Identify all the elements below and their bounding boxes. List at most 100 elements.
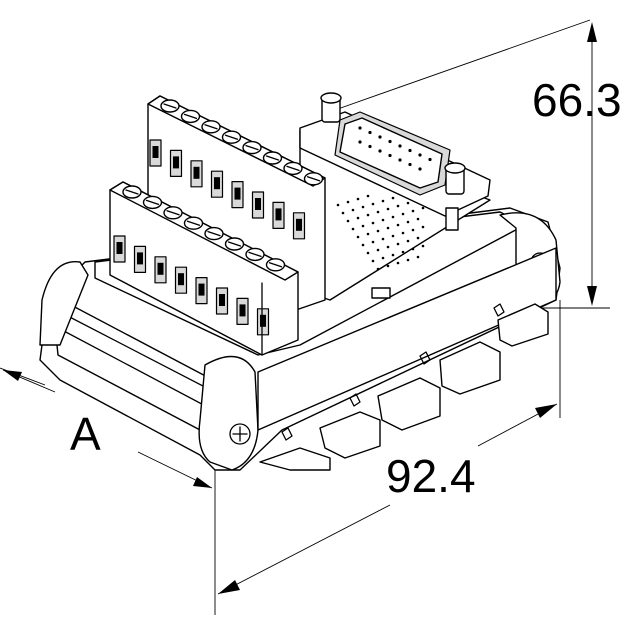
wire-entry-hole	[219, 294, 225, 306]
pcb-hole	[401, 231, 405, 235]
pcb-hole	[391, 196, 395, 200]
screw-slot	[125, 189, 139, 195]
wire-entry-hole	[198, 283, 205, 296]
pcb-hole	[341, 211, 345, 215]
pcb-hole	[416, 217, 420, 221]
width-dimension-label: A	[70, 408, 101, 460]
screw-slot	[183, 113, 198, 120]
wire-entry-hole	[275, 208, 282, 221]
connector-pin	[408, 162, 412, 167]
connector-pin	[398, 158, 402, 162]
connector-pin	[428, 157, 432, 162]
pcb-hole	[396, 261, 400, 265]
connector-pin	[378, 149, 382, 153]
pcb-hole	[386, 207, 390, 211]
pcb-hole	[386, 264, 390, 268]
pcb-hole	[421, 206, 425, 210]
pcb-hole	[406, 220, 410, 224]
pcb-hole	[336, 203, 340, 207]
pcb-hole	[406, 201, 410, 205]
pcb-hole	[381, 218, 385, 222]
pcb-hole	[351, 208, 355, 212]
screw-slot	[265, 155, 280, 161]
pcb-hole	[421, 244, 425, 248]
wire-entry-hole	[178, 273, 184, 286]
connector-pin	[358, 140, 362, 144]
height-dimension-label: 66.3	[532, 74, 622, 126]
pcb-hole-pattern	[336, 194, 425, 271]
connector-pin	[398, 144, 402, 148]
pcb-hole	[406, 239, 410, 243]
pcb-hole	[361, 224, 365, 228]
pcb-hole	[396, 223, 400, 227]
pcb-hole	[356, 197, 360, 201]
connector-pin	[358, 126, 362, 130]
pcb-hole	[381, 199, 385, 203]
pcb-hole	[411, 209, 415, 213]
connector-pin	[418, 153, 422, 157]
wire-entry-hole	[260, 314, 266, 327]
pcb-hole	[411, 247, 415, 251]
wire-entry-hole	[116, 242, 123, 254]
pcb-hole	[406, 258, 410, 262]
screw-slot	[224, 134, 239, 140]
screw-slot	[306, 176, 321, 182]
connector-pin	[418, 167, 422, 171]
pcb-hole	[416, 236, 420, 240]
d-sub-connector	[299, 92, 491, 231]
screw-slot	[145, 199, 160, 206]
wire-entry-hole	[193, 166, 200, 179]
wire-entry-hole	[157, 262, 164, 275]
pcb-hole	[396, 204, 400, 208]
connector-pin	[368, 144, 372, 149]
length-dimension-label: 92.4	[386, 450, 476, 502]
connector-pin	[378, 135, 382, 139]
screw-slot	[286, 165, 300, 172]
pcb-hole	[371, 259, 375, 263]
screw-slot	[163, 103, 177, 109]
screw-slot	[186, 220, 201, 226]
pcb-hole	[391, 253, 395, 257]
pcb-hole	[346, 200, 350, 204]
pcb-hole	[366, 194, 370, 198]
pcb-hole	[376, 210, 380, 214]
pcb-hole	[356, 235, 360, 239]
terminal-block-module	[39, 92, 561, 471]
wire-entry-hole	[214, 177, 220, 190]
pcb-hole	[371, 202, 375, 206]
pcb-hole	[386, 245, 390, 249]
pcb-hole	[366, 232, 370, 236]
wire-entry-hole	[152, 146, 159, 158]
wire-entry-hole	[255, 198, 261, 210]
pcb-hole	[376, 229, 380, 233]
wire-entry-hole	[296, 218, 302, 231]
wire-entry-hole	[239, 304, 246, 317]
terminal-block-rear	[147, 95, 326, 311]
pcb-hole	[396, 242, 400, 246]
pcb-hole	[386, 226, 390, 230]
pcb-hole	[401, 212, 405, 216]
terminal-block-front	[109, 181, 299, 356]
pcb-hole	[381, 237, 385, 241]
pcb-hole	[401, 250, 405, 254]
pcb-hole	[371, 221, 375, 225]
pcb-hole	[391, 215, 395, 219]
pcb-hole	[381, 256, 385, 260]
dimension-lines	[0, 19, 610, 615]
connector-pin	[388, 153, 392, 158]
screw-slot	[248, 251, 262, 258]
pcb-hole	[366, 213, 370, 217]
screw-slot	[268, 262, 283, 268]
pcb-hole	[376, 267, 380, 271]
pcb-hole	[411, 228, 415, 232]
screw-slot	[166, 210, 180, 216]
pcb-hole	[346, 219, 350, 223]
pcb-hole	[361, 243, 365, 247]
pcb-hole	[356, 216, 360, 220]
wire-entry-hole	[234, 187, 241, 200]
connector-pin	[408, 148, 412, 153]
screw-slot	[245, 144, 259, 151]
pcb-hole	[421, 225, 425, 229]
pcb-hole	[351, 227, 355, 231]
